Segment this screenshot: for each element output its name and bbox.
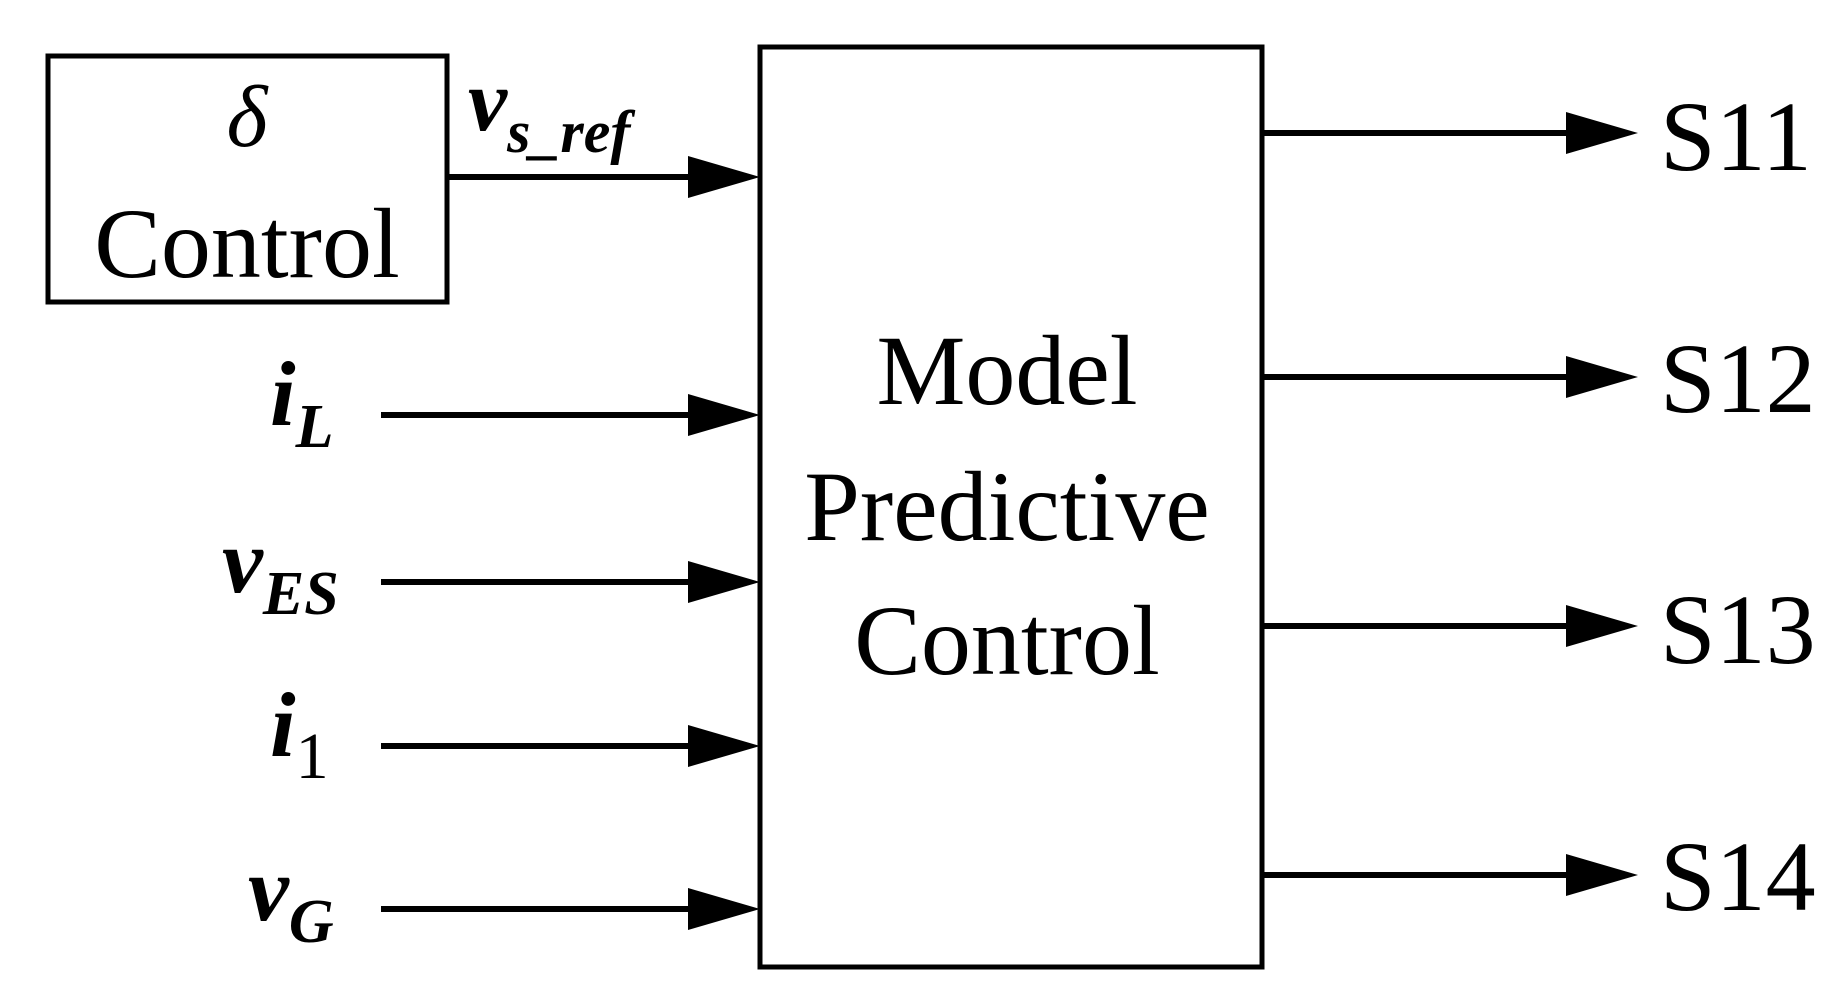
mpc-label-line3: Control bbox=[854, 585, 1160, 696]
delta-control-label: Control bbox=[94, 188, 400, 299]
delta-symbol: δ bbox=[227, 69, 270, 166]
s11-label: S11 bbox=[1660, 81, 1812, 192]
input-i1: i1 bbox=[270, 674, 760, 793]
iL-label: iL bbox=[270, 343, 333, 461]
vG-label: vG bbox=[248, 838, 334, 956]
vG-main: v bbox=[248, 838, 290, 940]
s13-arrowhead bbox=[1566, 605, 1638, 647]
vs-ref-label: vs_ref bbox=[468, 53, 635, 165]
delta-control-block: δ Control bbox=[45, 53, 450, 305]
mpc-box bbox=[757, 44, 1265, 970]
vs-ref-arrowhead bbox=[688, 156, 760, 198]
vG-sub: G bbox=[289, 888, 334, 956]
iL-arrowhead bbox=[688, 394, 760, 436]
output-s13: S13 bbox=[1262, 574, 1816, 685]
mpc-label-line1: Model bbox=[876, 315, 1137, 426]
vES-main: v bbox=[222, 510, 264, 612]
input-vs-ref: vs_ref bbox=[447, 53, 760, 198]
vG-arrowhead bbox=[688, 888, 760, 930]
mpc-block: Model Predictive Control bbox=[757, 44, 1265, 970]
vs-ref-main: v bbox=[468, 53, 508, 150]
mpc-label-line2: Predictive bbox=[804, 451, 1209, 562]
output-s12: S12 bbox=[1262, 323, 1816, 434]
input-iL: iL bbox=[270, 343, 760, 461]
i1-arrowhead bbox=[688, 725, 760, 767]
s11-arrowhead bbox=[1566, 112, 1638, 154]
i1-sub: 1 bbox=[296, 720, 329, 793]
vES-arrowhead bbox=[688, 561, 760, 603]
input-vG: vG bbox=[248, 838, 760, 956]
iL-main: i bbox=[270, 343, 296, 445]
s13-label: S13 bbox=[1660, 574, 1816, 685]
i1-main: i bbox=[270, 674, 296, 776]
vs-ref-sub: s_ref bbox=[506, 99, 635, 165]
s12-arrowhead bbox=[1566, 356, 1638, 398]
s14-label: S14 bbox=[1660, 821, 1816, 932]
i1-label: i1 bbox=[270, 674, 329, 793]
s14-arrowhead bbox=[1566, 854, 1638, 896]
input-vES: vES bbox=[222, 510, 760, 628]
output-s14: S14 bbox=[1262, 821, 1816, 932]
iL-sub: L bbox=[295, 393, 334, 461]
vES-label: vES bbox=[222, 510, 339, 628]
vES-sub: ES bbox=[262, 560, 339, 628]
output-s11: S11 bbox=[1262, 81, 1812, 192]
s12-label: S12 bbox=[1660, 323, 1816, 434]
